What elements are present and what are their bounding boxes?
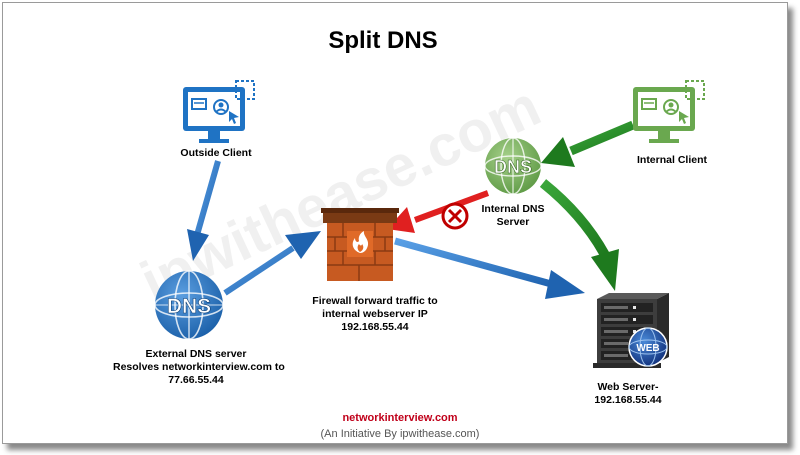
arrow-internal-client-to-internal-dns	[541, 120, 635, 167]
outside-client-label: Outside Client	[180, 147, 252, 159]
arrow-outside-to-external-dns	[187, 160, 221, 261]
firewall-label-line-3: 192.168.55.44	[341, 321, 409, 333]
external-dns-label: External DNS server Resolves networkinte…	[113, 348, 285, 387]
web-server-label-line-2: 192.168.55.44	[594, 394, 662, 406]
external-dns-label-line-1: External DNS server	[145, 348, 247, 360]
internal-client-label: Internal Client	[636, 154, 707, 166]
internal-dns-icon-text: DNS	[494, 157, 532, 177]
internal-dns-globe-icon: DNS	[484, 137, 542, 195]
external-dns-icon-text: DNS	[167, 295, 211, 318]
diagram-frame: Split DNS ipwith	[2, 2, 788, 444]
web-server-label-line-1: Web Server-	[597, 381, 659, 393]
diagram-title: Split DNS	[328, 27, 438, 54]
external-dns-label-line-2: Resolves networkinterview.com to	[113, 361, 285, 373]
footer-site: networkinterview.com	[342, 412, 458, 424]
blocked-icon	[441, 202, 469, 230]
web-badge-text: WEB	[636, 343, 659, 354]
external-dns-label-line-3: 77.66.55.44	[168, 374, 224, 386]
arrow-firewall-to-web-server	[394, 237, 585, 299]
internal-dns-label: Internal DNS Server	[467, 203, 559, 229]
footer-tagline: (An Initiative By ipwithease.com)	[320, 428, 480, 440]
internal-dns-label-line-1: Internal DNS	[481, 203, 545, 215]
firewall-label-line-2: internal webserver IP	[322, 308, 428, 320]
firewall-label-line-1: Firewall forward traffic to	[312, 295, 438, 307]
internal-client-computer-icon	[633, 80, 705, 143]
outside-client-computer-icon	[183, 80, 255, 143]
arrow-internal-dns-to-web-server	[539, 179, 619, 291]
arrow-external-dns-to-firewall	[223, 231, 321, 296]
web-server-label: Web Server- 192.168.55.44	[573, 381, 683, 407]
firewall-icon	[321, 208, 399, 281]
firewall-label: Firewall forward traffic to internal web…	[297, 295, 453, 334]
internal-dns-label-line-2: Server	[496, 216, 530, 228]
external-dns-globe-icon: DNS	[154, 270, 224, 340]
web-globe-icon: WEB	[628, 327, 668, 367]
diagram-canvas: ipwithease.com	[131, 73, 705, 368]
